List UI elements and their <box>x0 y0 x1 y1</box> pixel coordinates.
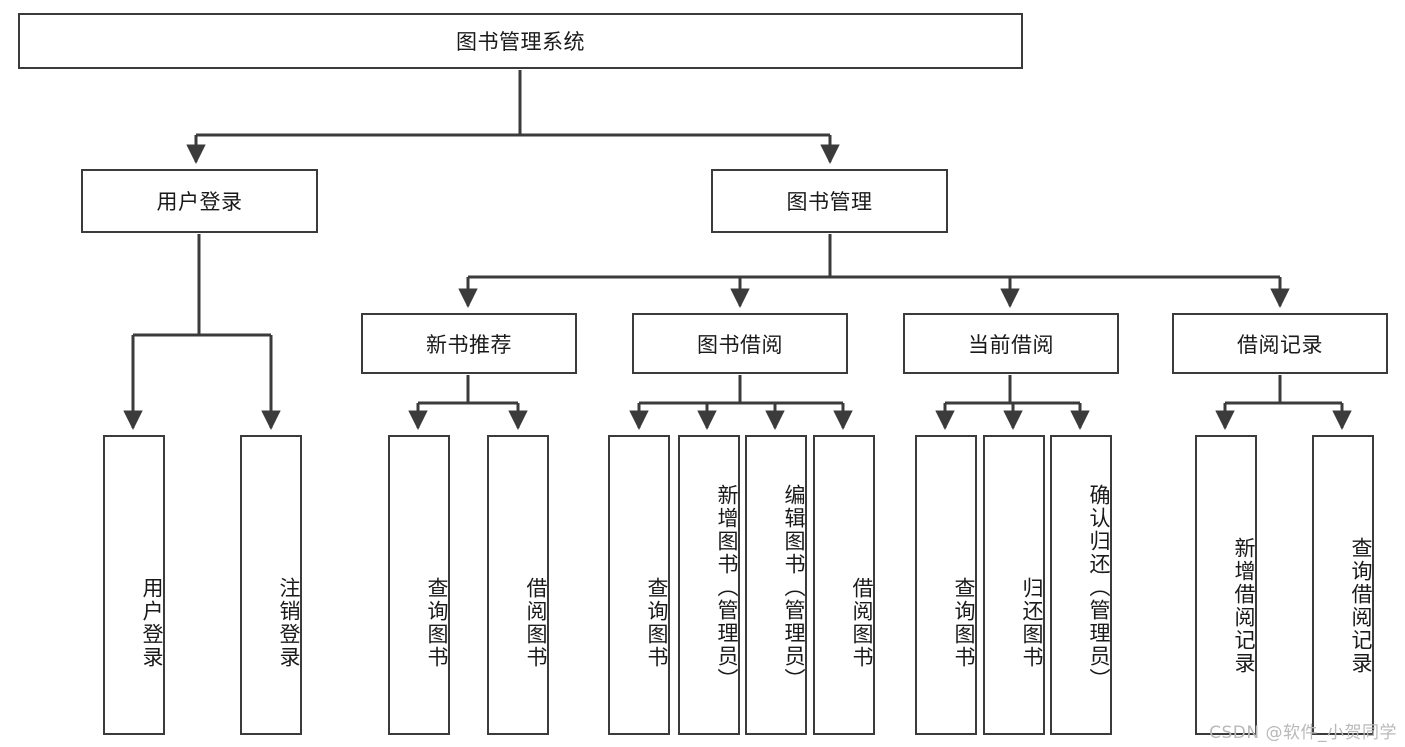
leaf-borrow-book-new[interactable]: 借阅图书 <box>487 435 549 735</box>
leaf-confirm-return-admin[interactable]: 确认归还（管理员） <box>1050 435 1112 735</box>
leaf-query-book-current[interactable]: 查询图书 <box>915 435 977 735</box>
leaf-user-login[interactable]: 用户登录 <box>103 435 165 735</box>
node-user-login[interactable]: 用户登录 <box>81 169 318 233</box>
node-current-borrow[interactable]: 当前借阅 <box>903 313 1119 374</box>
leaf-edit-book-admin[interactable]: 编辑图书（管理员） <box>745 435 807 735</box>
node-borrow-record[interactable]: 借阅记录 <box>1172 313 1388 374</box>
node-new-book-recommend[interactable]: 新书推荐 <box>361 313 577 374</box>
node-book-borrow[interactable]: 图书借阅 <box>632 313 848 374</box>
leaf-logout-login[interactable]: 注销登录 <box>240 435 302 735</box>
leaf-borrow-book[interactable]: 借阅图书 <box>813 435 875 735</box>
leaf-return-book[interactable]: 归还图书 <box>983 435 1045 735</box>
watermark-text: CSDN @软件_小贺同学 <box>1209 723 1397 743</box>
node-book-management[interactable]: 图书管理 <box>711 169 948 233</box>
leaf-query-book-new[interactable]: 查询图书 <box>388 435 450 735</box>
leaf-query-borrow-record[interactable]: 查询借阅记录 <box>1312 435 1374 735</box>
node-root-system[interactable]: 图书管理系统 <box>18 13 1023 69</box>
leaf-add-book-admin[interactable]: 新增图书（管理员） <box>678 435 740 735</box>
leaf-add-borrow-record[interactable]: 新增借阅记录 <box>1195 435 1257 735</box>
leaf-query-book-borrow[interactable]: 查询图书 <box>608 435 670 735</box>
